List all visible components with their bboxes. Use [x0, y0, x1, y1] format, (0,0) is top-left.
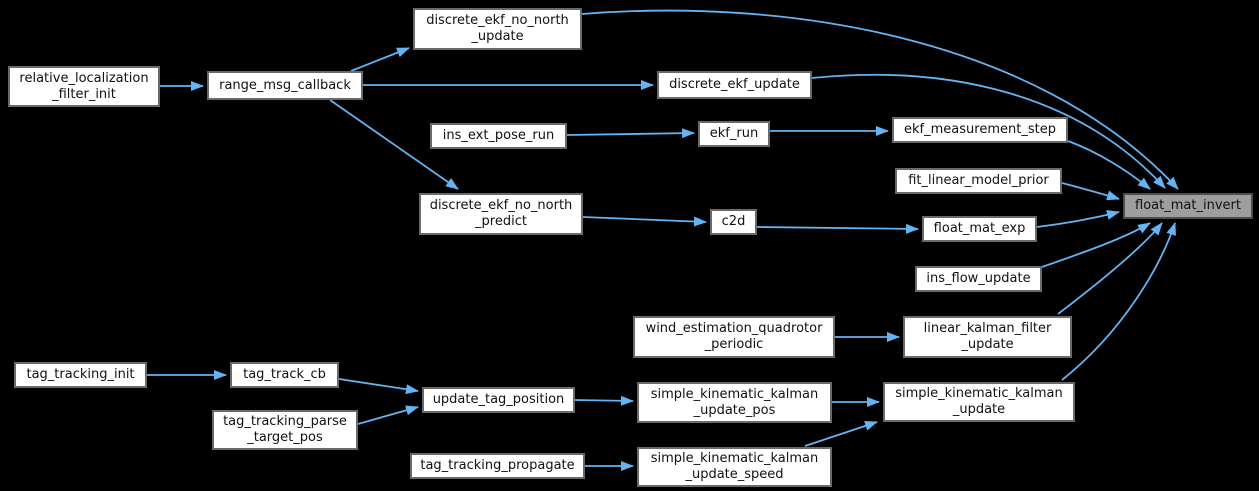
edge-c2d-float_mat_exp	[756, 223, 919, 234]
node-update_tag_position[interactable]: update_tag_position	[422, 387, 575, 413]
edge-ins_flow_update-float_mat_invert	[1041, 222, 1151, 268]
edge-fit_linear_model_prior-float_mat_invert	[1061, 182, 1120, 201]
node-fit_linear_model_prior[interactable]: fit_linear_model_prior	[895, 168, 1062, 194]
node-discrete_ekf_no_north_update[interactable]: discrete_ekf_no_north _update	[413, 8, 582, 50]
node-discrete_ekf_update[interactable]: discrete_ekf_update	[657, 71, 812, 99]
node-relative_localization_filter_init[interactable]: relative_localization _filter_init	[8, 66, 160, 107]
node-ekf_measurement_step[interactable]: ekf_measurement_step	[892, 117, 1068, 143]
node-ekf_run[interactable]: ekf_run	[698, 121, 770, 147]
node-tag_tracking_parse_target_pos[interactable]: tag_tracking_parse _target_pos	[212, 410, 358, 450]
node-simple_kinematic_kalman_update_pos[interactable]: simple_kinematic_kalman _update_pos	[637, 382, 832, 423]
node-wind_estimation_quadrotor_periodic[interactable]: wind_estimation_quadrotor _periodic	[633, 316, 835, 358]
node-tag_track_cb[interactable]: tag_track_cb	[230, 362, 339, 388]
node-tag_tracking_init[interactable]: tag_tracking_init	[14, 362, 147, 388]
edge-tag_tracking_parse_target_pos-update_tag_position	[357, 405, 419, 425]
node-c2d[interactable]: c2d	[710, 209, 757, 235]
node-float_mat_invert[interactable]: float_mat_invert	[1123, 193, 1253, 219]
node-simple_kinematic_kalman_update_speed[interactable]: simple_kinematic_kalman _update_speed	[637, 447, 832, 487]
edge-ins_ext_pose_run-ekf_run	[566, 128, 695, 139]
edge-discrete_ekf_no_north_predict-c2d	[582, 216, 707, 227]
node-linear_kalman_filter_update[interactable]: linear_kalman_filter _update	[903, 316, 1072, 358]
node-ins_ext_pose_run[interactable]: ins_ext_pose_run	[430, 123, 567, 149]
edge-linear_kalman_filter_update-float_mat_invert	[1057, 222, 1163, 315]
node-tag_tracking_propagate[interactable]: tag_tracking_propagate	[410, 453, 585, 479]
edge-float_mat_exp-float_mat_invert	[1036, 210, 1120, 228]
edge-simple_kinematic_kalman_update-float_mat_invert	[1061, 222, 1176, 381]
node-float_mat_exp[interactable]: float_mat_exp	[922, 216, 1037, 242]
edge-update_tag_position-simple_kinematic_kalman_update_pos	[574, 395, 634, 406]
edge-ekf_measurement_step-float_mat_invert	[1067, 140, 1151, 190]
node-discrete_ekf_no_north_predict[interactable]: discrete_ekf_no_north _predict	[419, 193, 583, 235]
edge-simple_kinematic_kalman_update_speed-simple_kinematic_kalman_update	[804, 421, 878, 447]
node-range_msg_callback[interactable]: range_msg_callback	[207, 71, 363, 100]
edge-tag_track_cb-update_tag_position	[338, 378, 419, 395]
edge-discrete_ekf_no_north_update-float_mat_invert	[581, 9, 1179, 190]
node-ins_flow_update[interactable]: ins_flow_update	[915, 266, 1042, 292]
node-simple_kinematic_kalman_update[interactable]: simple_kinematic_kalman _update	[883, 382, 1075, 422]
edge-range_msg_callback-discrete_ekf_no_north_update	[350, 47, 410, 72]
